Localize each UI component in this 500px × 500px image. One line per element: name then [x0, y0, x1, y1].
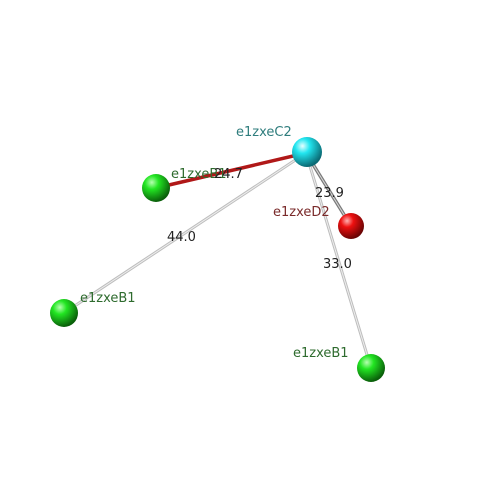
distance-label-c2-b1-left: 44.0	[167, 230, 196, 245]
distance-label-c2-b1-top: 24.7	[214, 167, 243, 182]
atom-d2[interactable]	[338, 213, 364, 239]
atom-layer	[50, 137, 385, 382]
atom-b1-left[interactable]	[50, 299, 78, 327]
bond-c2-b1-top	[155, 151, 307, 190]
atom-label-b1-low: e1zxeB1	[293, 346, 349, 361]
atom-label-layer: e1zxeC2 e1zxeB1 e1zxeB1 e1zxeB1 e1zxeD2	[80, 125, 349, 361]
atom-label-b1-left: e1zxeB1	[80, 291, 136, 306]
atom-c2[interactable]	[292, 137, 322, 167]
bond-c2-b1-left-highlight	[63, 152, 307, 314]
bond-c2-b1-low-highlight	[305, 152, 372, 369]
atom-label-d2: e1zxeD2	[273, 205, 330, 220]
atom-label-c2: e1zxeC2	[236, 125, 292, 140]
distance-label-layer: 24.7 23.9 44.0 33.0	[167, 167, 352, 272]
atom-b1-low[interactable]	[357, 354, 385, 382]
distance-label-c2-d2: 23.9	[315, 186, 344, 201]
distance-label-c2-b1-low: 33.0	[323, 257, 352, 272]
atom-label-b1-top: e1zxeB1	[171, 167, 227, 182]
atom-b1-top[interactable]	[142, 174, 170, 202]
